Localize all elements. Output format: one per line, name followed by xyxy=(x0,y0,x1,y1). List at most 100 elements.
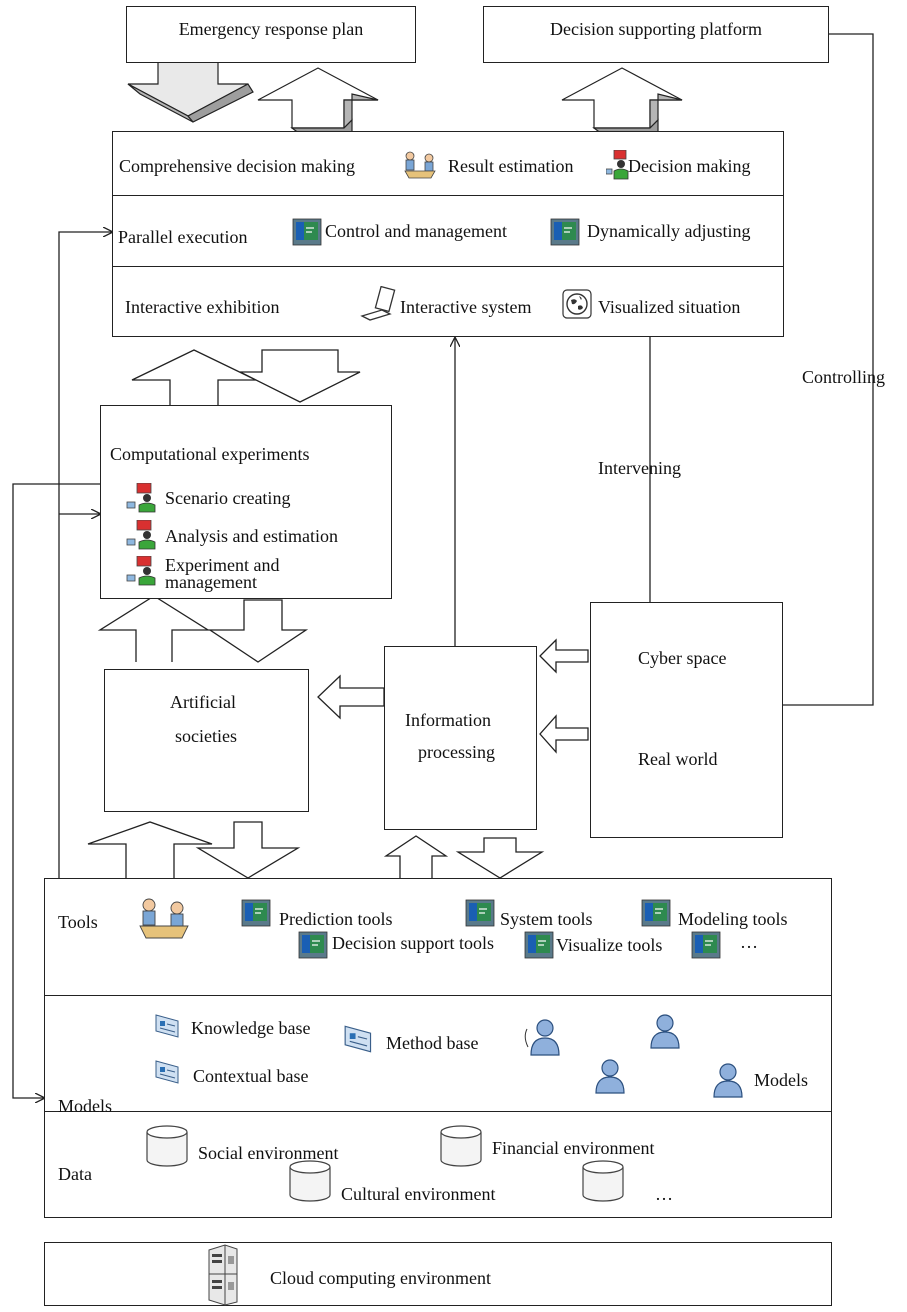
tools-label: Tools xyxy=(58,912,98,932)
emergency-plan-box: Emergency response plan xyxy=(126,6,416,63)
computational-to-models-line xyxy=(12,483,100,1098)
down-arrow-hollow xyxy=(455,837,545,879)
row-divider xyxy=(113,266,783,267)
left-arrow-hollow xyxy=(539,714,589,754)
monitor-icon xyxy=(241,899,271,932)
decision-support-tools-label: Decision support tools xyxy=(332,933,494,953)
controlling-line xyxy=(783,33,874,706)
interactive-system-label: Interactive system xyxy=(400,297,532,317)
dynamically-adjusting-label: Dynamically adjusting xyxy=(587,221,751,241)
visualized-situation-label: Visualized situation xyxy=(598,297,741,317)
document-icon xyxy=(342,1024,376,1059)
management-label: management xyxy=(165,572,257,592)
up-arrow-hollow xyxy=(383,835,449,878)
decision-platform-box: Decision supporting platform xyxy=(483,6,829,63)
cloud-computing-box xyxy=(44,1242,832,1306)
left-arrow-hollow xyxy=(317,674,385,720)
monitor-icon xyxy=(691,931,721,964)
method-base-label: Method base xyxy=(386,1033,479,1053)
information-label: Information xyxy=(405,710,491,730)
emergency-plan-label: Emergency response plan xyxy=(178,19,364,39)
user-icon xyxy=(647,1013,683,1054)
down-arrow-hollow xyxy=(195,821,301,879)
user-icon xyxy=(592,1058,628,1099)
person-computer-icon xyxy=(605,149,630,185)
database-icon xyxy=(145,1124,189,1173)
decision-platform-label: Decision supporting platform xyxy=(550,19,762,39)
decision-panel xyxy=(112,131,784,337)
processing-label: processing xyxy=(418,742,495,762)
user-icon xyxy=(710,1062,746,1103)
down-arrow-hollow xyxy=(207,599,309,663)
visualize-tools-label: Visualize tools xyxy=(556,935,663,955)
row-divider xyxy=(45,1111,831,1112)
social-environment-label: Social environment xyxy=(198,1143,339,1163)
database-icon xyxy=(581,1159,625,1208)
societies-label: societies xyxy=(175,726,237,746)
left-feedback-line xyxy=(58,232,112,878)
result-estimation-label: Result estimation xyxy=(448,156,574,176)
monitor-icon xyxy=(465,899,495,932)
monitor-icon xyxy=(641,899,671,932)
data-label: Data xyxy=(58,1164,92,1184)
globe-icon xyxy=(562,289,592,324)
interactive-exhibition-label: Interactive exhibition xyxy=(125,297,280,317)
scenario-creating-label: Scenario creating xyxy=(165,488,291,508)
parallel-execution-label: Parallel execution xyxy=(118,227,248,247)
control-management-label: Control and management xyxy=(325,221,507,241)
artificial-societies-box xyxy=(104,669,309,812)
up-arrow-hollow xyxy=(87,821,213,878)
database-icon xyxy=(288,1159,332,1208)
down-arrow-3d xyxy=(127,61,254,123)
cyber-real-box xyxy=(590,602,783,838)
cloud-computing-label: Cloud computing environment xyxy=(270,1268,491,1288)
down-arrow-hollow xyxy=(239,349,361,403)
server-icon xyxy=(205,1244,241,1311)
up-arrow-3d-right xyxy=(561,67,683,135)
person-computer-icon xyxy=(125,519,159,555)
models-item-label: Models xyxy=(754,1070,808,1090)
information-processing-box xyxy=(384,646,537,830)
person-computer-icon xyxy=(125,555,159,591)
financial-environment-label: Financial environment xyxy=(492,1138,655,1158)
tools-ellipsis: … xyxy=(740,932,758,952)
database-icon xyxy=(439,1124,483,1173)
artificial-label: Artificial xyxy=(170,692,236,712)
user-icon xyxy=(523,1017,563,1062)
up-arrow-hollow xyxy=(97,595,211,662)
real-world-label: Real world xyxy=(638,749,718,769)
up-arrow-hollow xyxy=(131,349,257,405)
prediction-tools-label: Prediction tools xyxy=(279,909,393,929)
cyber-space-label: Cyber space xyxy=(638,648,727,668)
left-arrow-hollow xyxy=(539,638,589,674)
controlling-label: Controlling xyxy=(802,367,886,387)
data-ellipsis: … xyxy=(655,1184,673,1204)
document-icon xyxy=(154,1059,182,1090)
computational-experiments-box xyxy=(100,405,392,599)
monitor-icon xyxy=(292,218,322,251)
comprehensive-decision-label: Comprehensive decision making xyxy=(119,156,355,176)
models-label: Models xyxy=(58,1096,112,1116)
document-icon xyxy=(154,1013,182,1044)
person-computer-icon xyxy=(125,482,159,518)
system-tools-label: System tools xyxy=(500,909,593,929)
decision-making-label: Decision making xyxy=(628,156,751,176)
monitor-icon xyxy=(298,931,328,964)
row-divider xyxy=(45,995,831,996)
contextual-base-label: Contextual base xyxy=(193,1066,309,1086)
computational-title: Computational experiments xyxy=(110,444,310,464)
computer-terminal-icon xyxy=(360,285,398,327)
knowledge-base-label: Knowledge base xyxy=(191,1018,311,1038)
row-divider xyxy=(113,195,783,196)
meeting-people-icon xyxy=(402,150,438,185)
up-arrow-3d-left xyxy=(257,67,379,135)
modeling-tools-label: Modeling tools xyxy=(678,909,788,929)
monitor-icon xyxy=(550,218,580,251)
experiment-label: Experiment and xyxy=(165,555,280,575)
meeting-people-icon xyxy=(136,896,192,947)
intervening-label: Intervening xyxy=(598,458,681,478)
analysis-estimation-label: Analysis and estimation xyxy=(165,526,338,546)
cultural-environment-label: Cultural environment xyxy=(341,1184,496,1204)
monitor-icon xyxy=(524,931,554,964)
